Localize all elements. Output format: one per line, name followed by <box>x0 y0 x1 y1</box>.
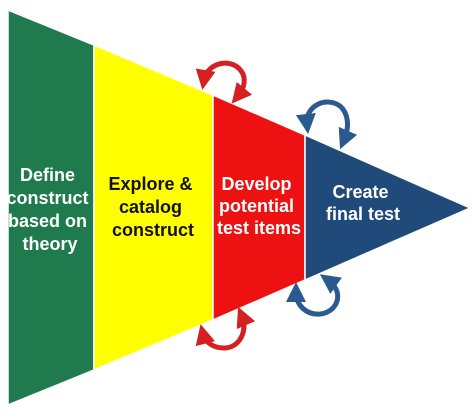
stage-create-label: Create final test <box>326 182 400 224</box>
stage-define-label: Define construct based on theory <box>6 165 93 254</box>
blue-cycle-arrow-top-icon <box>295 99 358 150</box>
red-cycle-arrow-top-icon <box>195 60 253 104</box>
red-cycle-arrow-bottom-icon <box>195 306 256 351</box>
stage-develop-label: Develop potential test items <box>217 174 301 238</box>
stage-create: Create final test <box>304 133 472 282</box>
stage-define: Define construct based on theory <box>6 8 95 407</box>
stage-create-segment <box>304 133 472 282</box>
stage-develop: Develop potential test items <box>212 93 306 322</box>
stage-explore-label: Explore & catalog construct <box>108 174 197 240</box>
blue-cycle-arrow-bottom-icon <box>286 274 342 317</box>
stage-explore: Explore & catalog construct <box>93 43 214 372</box>
